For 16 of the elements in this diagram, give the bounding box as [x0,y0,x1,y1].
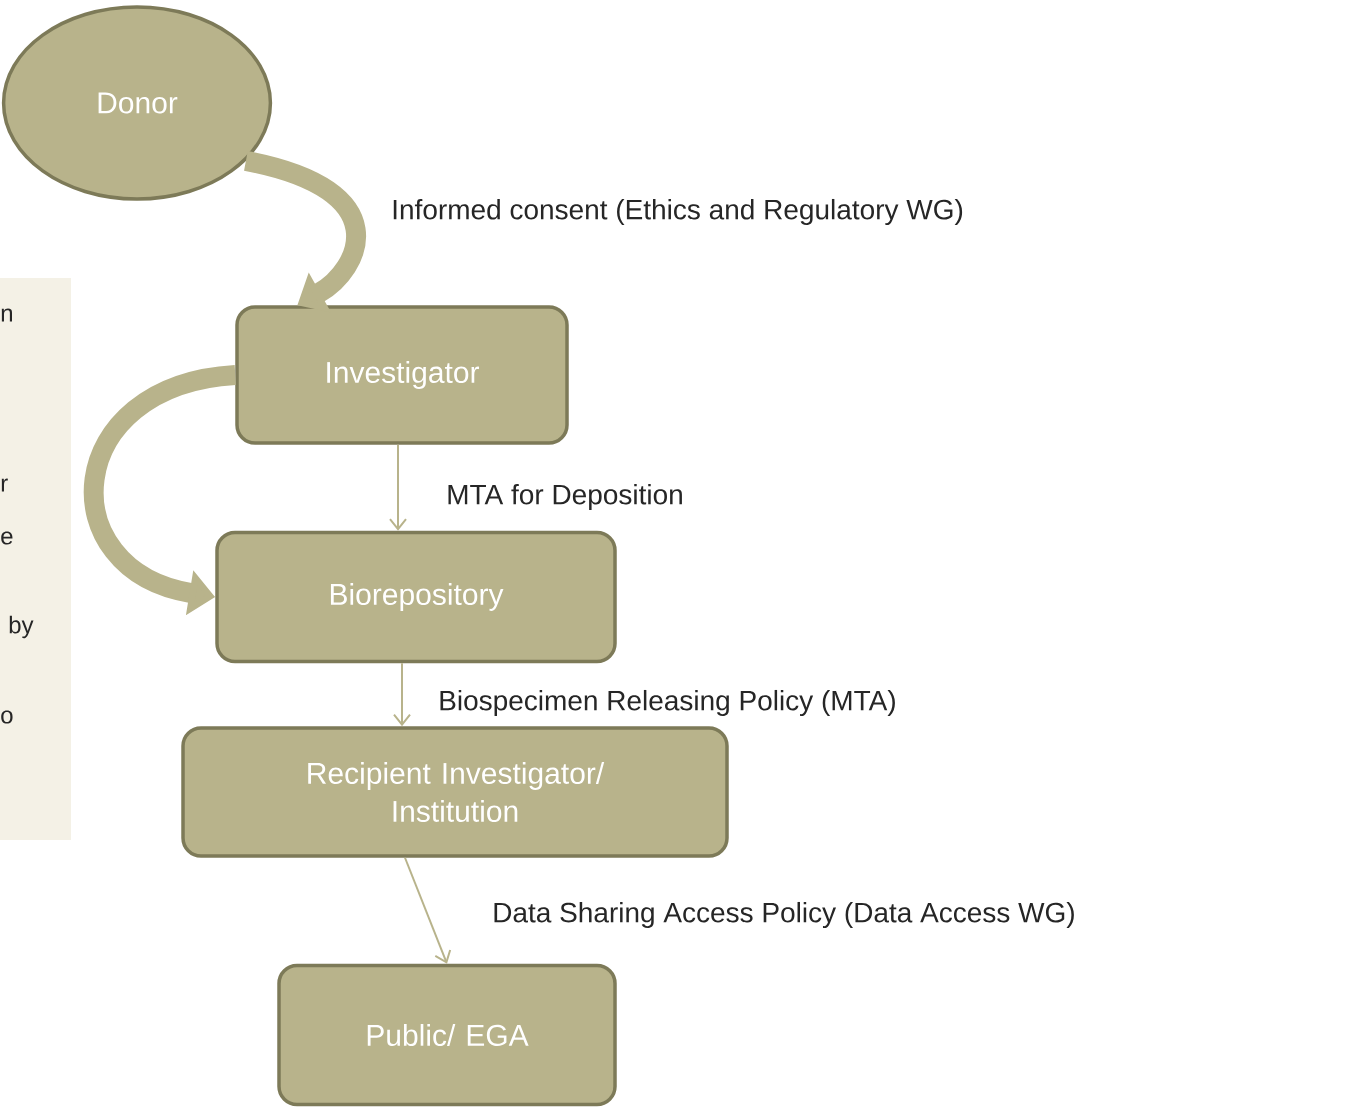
edge-label: Data Sharing Access Policy (Data Access WG) [494,901,1074,929]
arrow [404,856,452,964]
text-fragment: o [1,710,13,724]
text-fragment: e [1,531,13,545]
arrow [389,443,407,531]
process-box: Public/ EGA [277,963,617,1107]
process-box: Biorepository [215,530,617,664]
process-box: Recipient Investigator/ Institution [181,726,729,858]
text-fragment: r [1,478,8,492]
arrow [393,662,411,727]
text-fragment: n [1,308,12,322]
edge-label: Informed consent (Ethics and Regulatory WG) [393,198,963,226]
process-box: Investigator [235,305,569,445]
text-fragment: by [9,615,34,639]
edge-label: MTA for Deposition [448,483,682,511]
edge-label: Biospecimen Releasing Policy (MTA) [440,689,895,717]
